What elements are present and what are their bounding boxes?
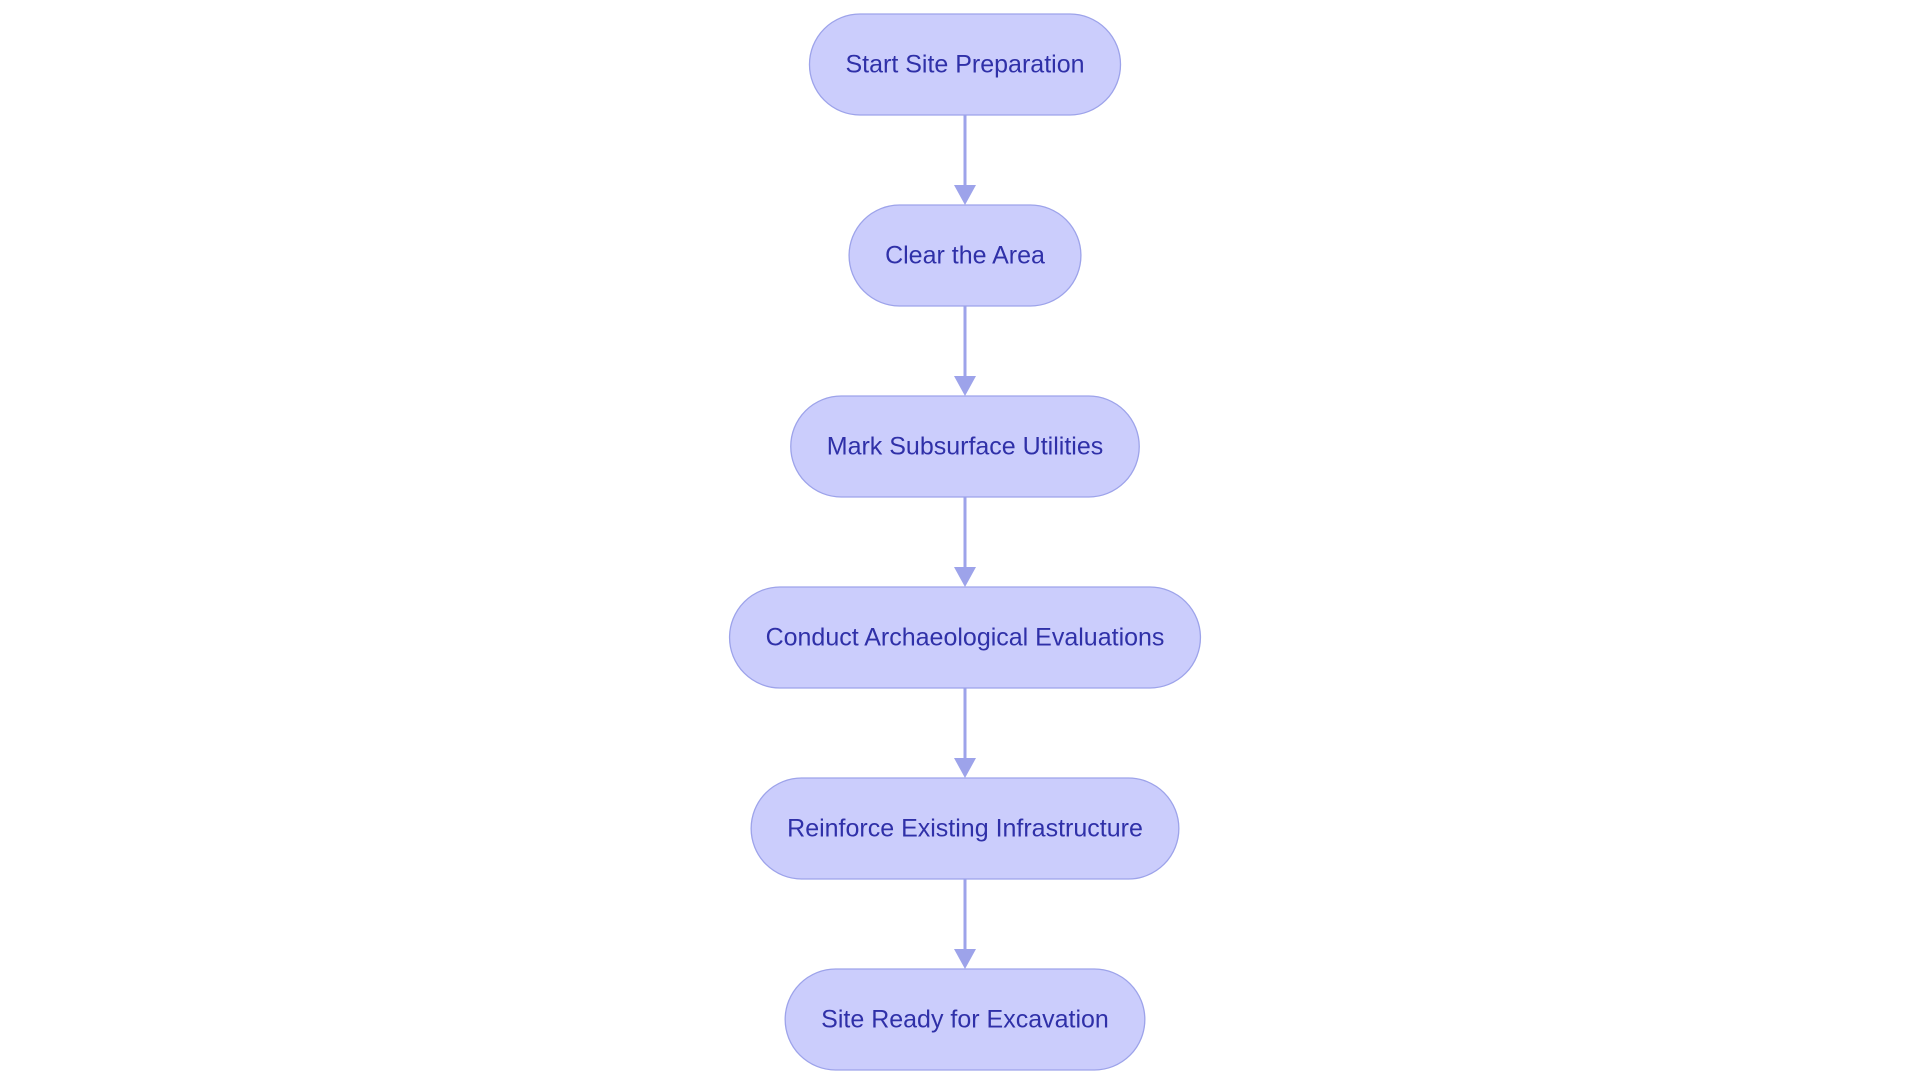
arrowhead-icon [954,567,976,587]
flow-edge-mark-to-archaeo [954,497,976,587]
flow-node-mark: Mark Subsurface Utilities [790,395,1140,498]
flow-node-label: Site Ready for Excavation [821,1006,1109,1034]
flow-node-shape [808,13,1122,116]
flow-edge-start-to-clear [954,115,976,205]
flow-node-clear: Clear the Area [848,204,1082,307]
edges-layer [954,115,976,969]
flow-node-shape [790,395,1140,498]
flow-edge-reinforce-to-ready [954,879,976,969]
arrowhead-icon [954,376,976,396]
flow-node-label: Start Site Preparation [845,51,1084,79]
flow-node-archaeo: Conduct Archaeological Evaluations [728,586,1202,689]
flow-node-label: Mark Subsurface Utilities [827,433,1103,461]
flow-node-shape [848,204,1082,307]
arrowhead-icon [954,185,976,205]
flow-node-ready: Site Ready for Excavation [784,968,1146,1071]
arrowhead-icon [954,949,976,969]
flow-node-label: Reinforce Existing Infrastructure [787,815,1143,843]
flow-node-start: Start Site Preparation [808,13,1122,116]
flow-node-label: Clear the Area [885,242,1045,270]
flow-node-label: Conduct Archaeological Evaluations [766,624,1165,652]
flow-edge-clear-to-mark [954,306,976,396]
flow-node-shape [728,586,1202,689]
arrowhead-icon [954,758,976,778]
flow-node-shape [784,968,1146,1071]
flow-node-shape [750,777,1180,880]
flow-edge-archaeo-to-reinforce [954,688,976,778]
flow-node-reinforce: Reinforce Existing Infrastructure [750,777,1180,880]
